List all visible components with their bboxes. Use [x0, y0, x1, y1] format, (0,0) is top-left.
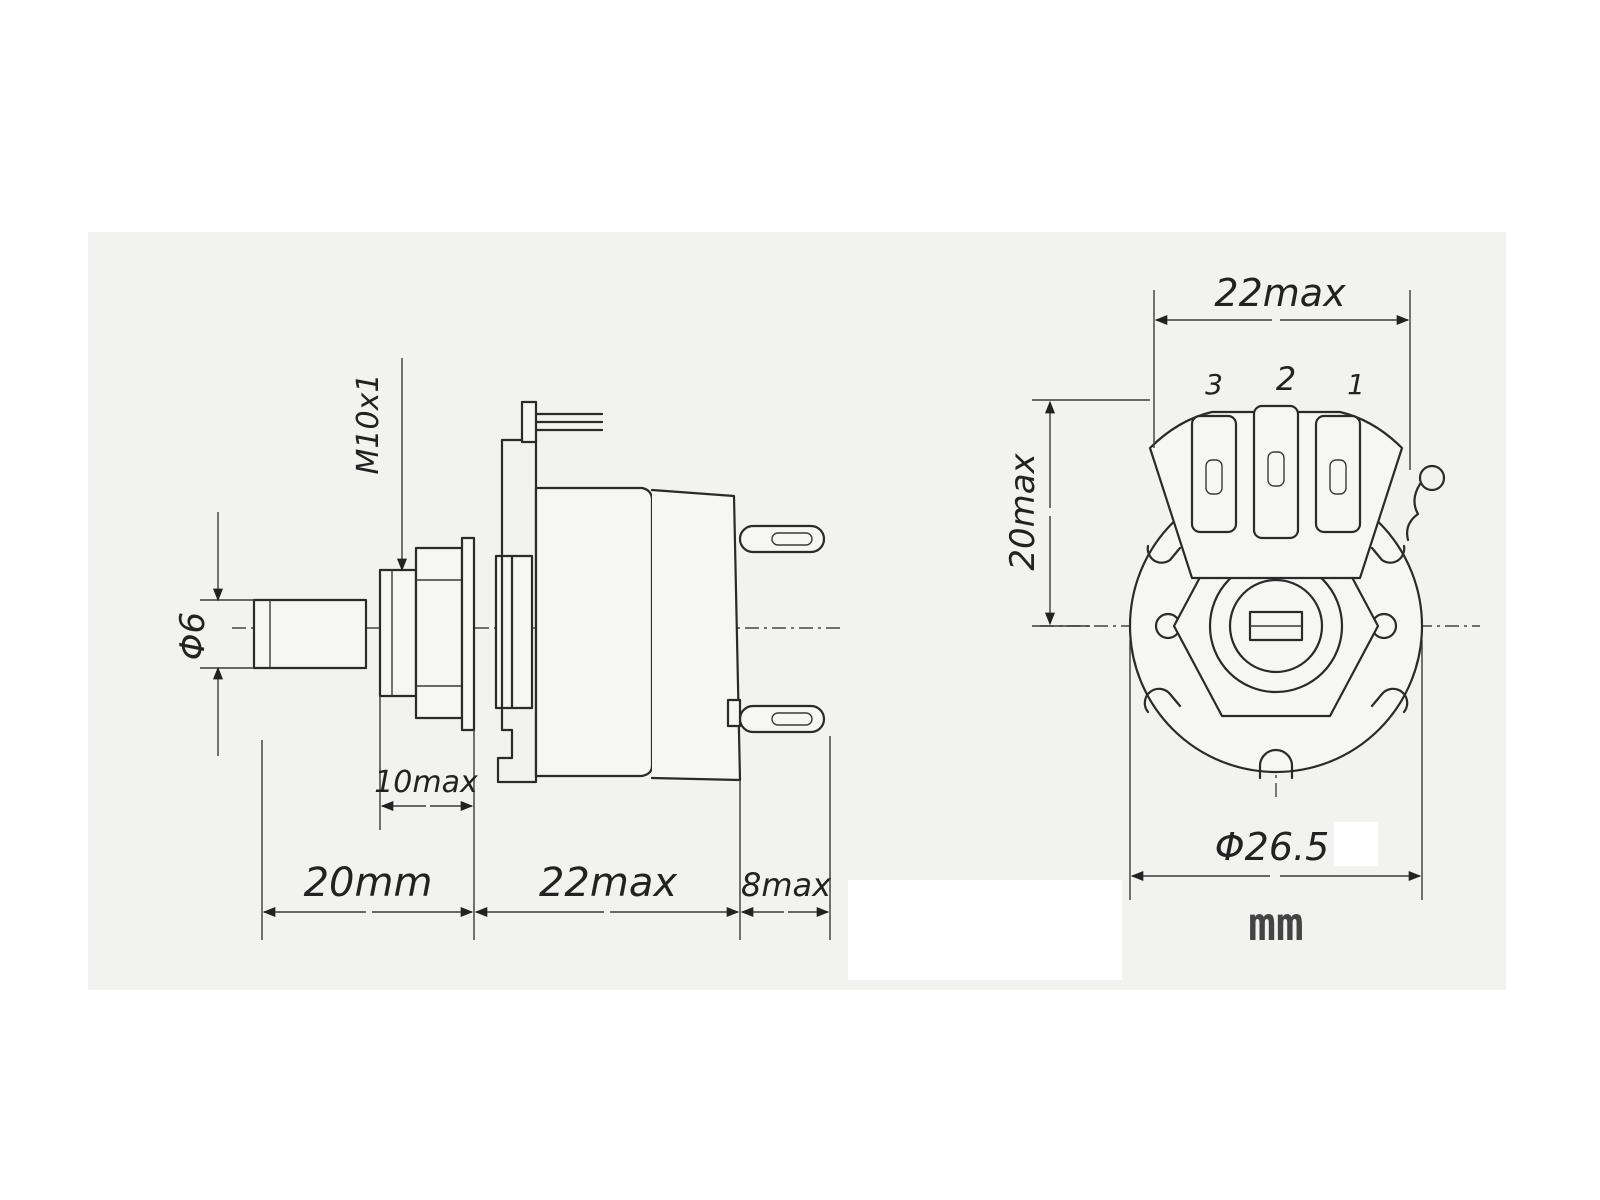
body-case [534, 486, 654, 778]
side-view: Φ6 M10x1 10max 20mm 22max 8max [173, 358, 840, 940]
terminal-3-label: 3 [1205, 368, 1223, 401]
front-view: 3 2 1 22max 20max Φ26.5 [1003, 271, 1480, 900]
nut [414, 546, 464, 720]
label-terminal-length: 8max [741, 866, 832, 904]
rear-cover [650, 488, 742, 782]
washer [460, 536, 476, 732]
terminal-1-lug [1314, 414, 1362, 534]
label-width: 22max [1214, 271, 1346, 315]
terminal-2-label: 2 [1276, 360, 1296, 398]
label-shaft-length: 20mm [304, 860, 433, 906]
terminal-3-lug [1190, 414, 1238, 534]
ground-loop [1418, 464, 1446, 492]
blank-patch [848, 880, 1122, 980]
label-bush-length: 10max [374, 765, 478, 800]
shaft [252, 598, 368, 670]
mount-slot-bottom [1258, 748, 1294, 780]
units-label: mm [1248, 897, 1303, 951]
blank-patch-small [1334, 822, 1378, 866]
label-diameter: Φ26.5 [1215, 825, 1330, 869]
label-height: 20max [1003, 452, 1043, 570]
label-thread: M10x1 [351, 374, 386, 475]
label-shaft-dia: Φ6 [173, 612, 213, 660]
locating-tab [520, 400, 538, 444]
terminal-1-label: 1 [1347, 368, 1365, 401]
bushing [378, 568, 418, 698]
terminal-2-lug [1252, 404, 1300, 540]
label-body-length: 22max [539, 860, 677, 906]
